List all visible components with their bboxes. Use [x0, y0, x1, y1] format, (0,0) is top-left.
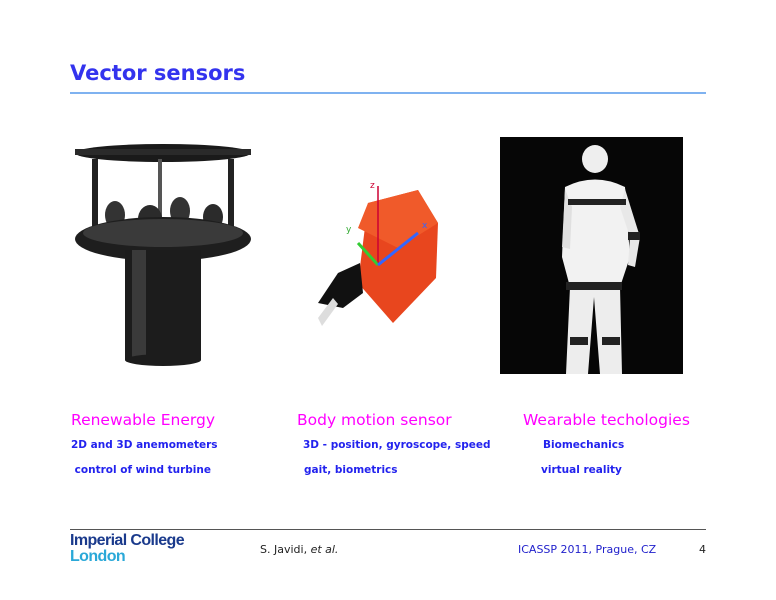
column-line: 2D and 3D anemometers	[71, 439, 218, 451]
slide-title: Vector sensors	[70, 61, 246, 85]
author-name: S. Javidi,	[260, 543, 311, 556]
title-divider	[70, 92, 706, 94]
logo-line-1: Imperial College	[70, 532, 185, 549]
column-heading-wearable-technologies: Wearable techologies	[523, 411, 690, 429]
footer-conference: ICASSP 2011, Prague, CZ	[518, 543, 657, 556]
axis-label-x: x	[422, 221, 428, 231]
axis-label-z: z	[370, 181, 375, 191]
motion-sensor-image: z y x	[318, 181, 438, 326]
logo-line-2: London	[70, 548, 126, 565]
column-line: control of wind turbine	[71, 464, 212, 476]
anemometer-image	[75, 144, 251, 366]
footer-divider	[70, 529, 706, 530]
column-line: Biomechanics	[543, 439, 625, 451]
column-heading-renewable-energy: Renewable Energy	[71, 411, 216, 429]
column-line: virtual reality	[541, 464, 622, 476]
column-heading-body-motion-sensor: Body motion sensor	[297, 411, 452, 429]
column-line: gait, biometrics	[304, 464, 398, 476]
page-number: 4	[699, 543, 706, 556]
footer-author: S. Javidi, et al.	[260, 543, 338, 556]
author-etal: et al.	[310, 543, 339, 556]
imperial-college-logo: Imperial College London	[70, 532, 185, 565]
axis-label-y: y	[346, 225, 352, 235]
column-line: 3D - position, gyroscope, speed	[303, 439, 491, 451]
wearable-suit-image	[500, 137, 683, 374]
